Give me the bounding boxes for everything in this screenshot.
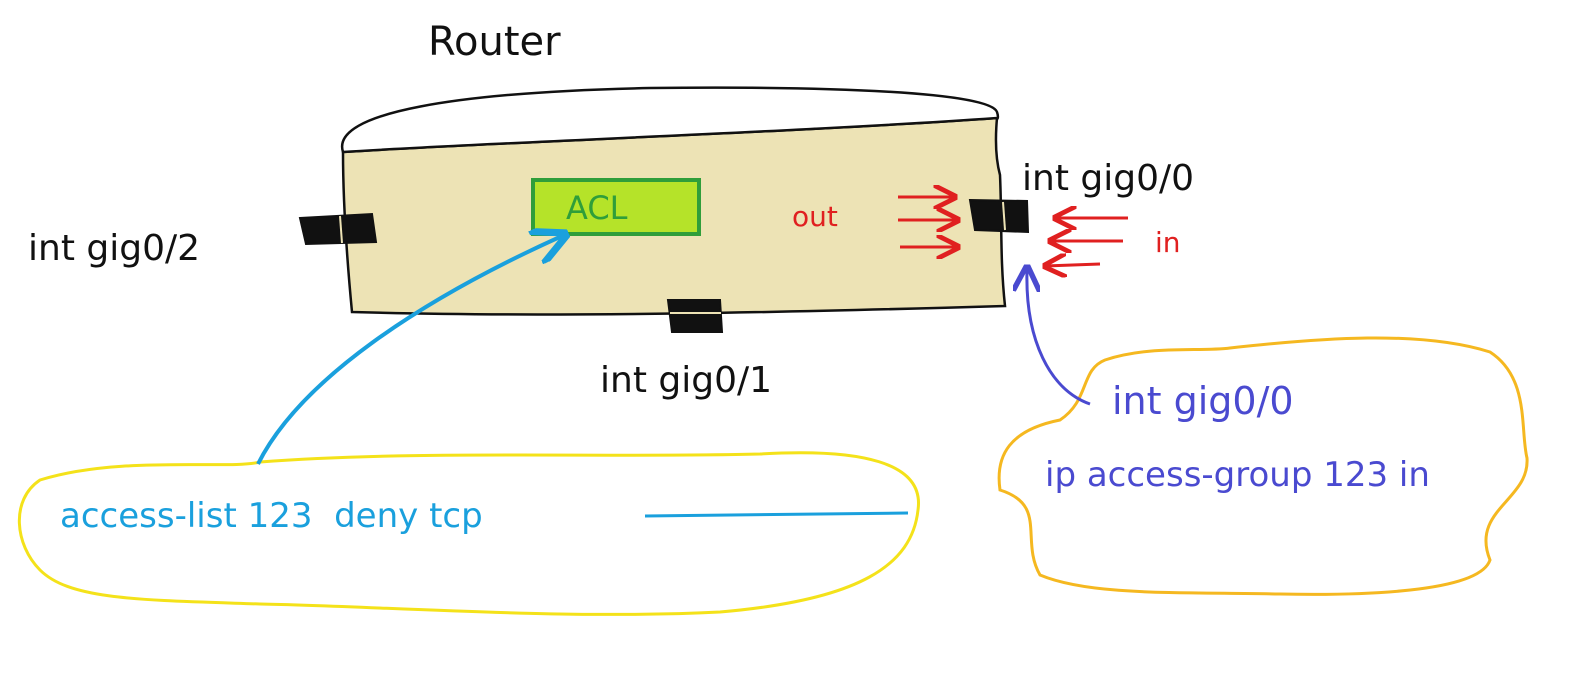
port-gig0-2: [298, 212, 378, 246]
interface-config-line1: int gig0/0: [1112, 379, 1294, 423]
label-out: out: [792, 200, 838, 233]
port-gig0-0: [968, 198, 1030, 234]
acl-box: ACL: [531, 178, 701, 236]
in-arrows: [1045, 218, 1128, 266]
diagram-title: Router: [428, 19, 561, 65]
label-gig0-0: int gig0/0: [1022, 158, 1194, 199]
label-gig0-2: int gig0/2: [28, 228, 200, 269]
label-in: in: [1155, 226, 1181, 259]
out-arrows: [898, 197, 958, 247]
port-gig0-1: [666, 299, 724, 333]
acl-pointer-arrow: [256, 236, 562, 465]
interface-config-line2: ip access-group 123 in: [1045, 455, 1430, 495]
acl-label: ACL: [566, 189, 628, 227]
acl-rect: [531, 178, 701, 236]
interface-config-callout: [997, 336, 1529, 596]
acl-command-text: access-list 123 deny tcp: [60, 496, 483, 536]
acl-command-callout: [17, 451, 920, 616]
router-top-lid: [340, 86, 1000, 154]
acl-command-blank: [644, 511, 909, 518]
label-gig0-1: int gig0/1: [600, 360, 772, 401]
interface-pointer-arrow: [1027, 270, 1091, 406]
